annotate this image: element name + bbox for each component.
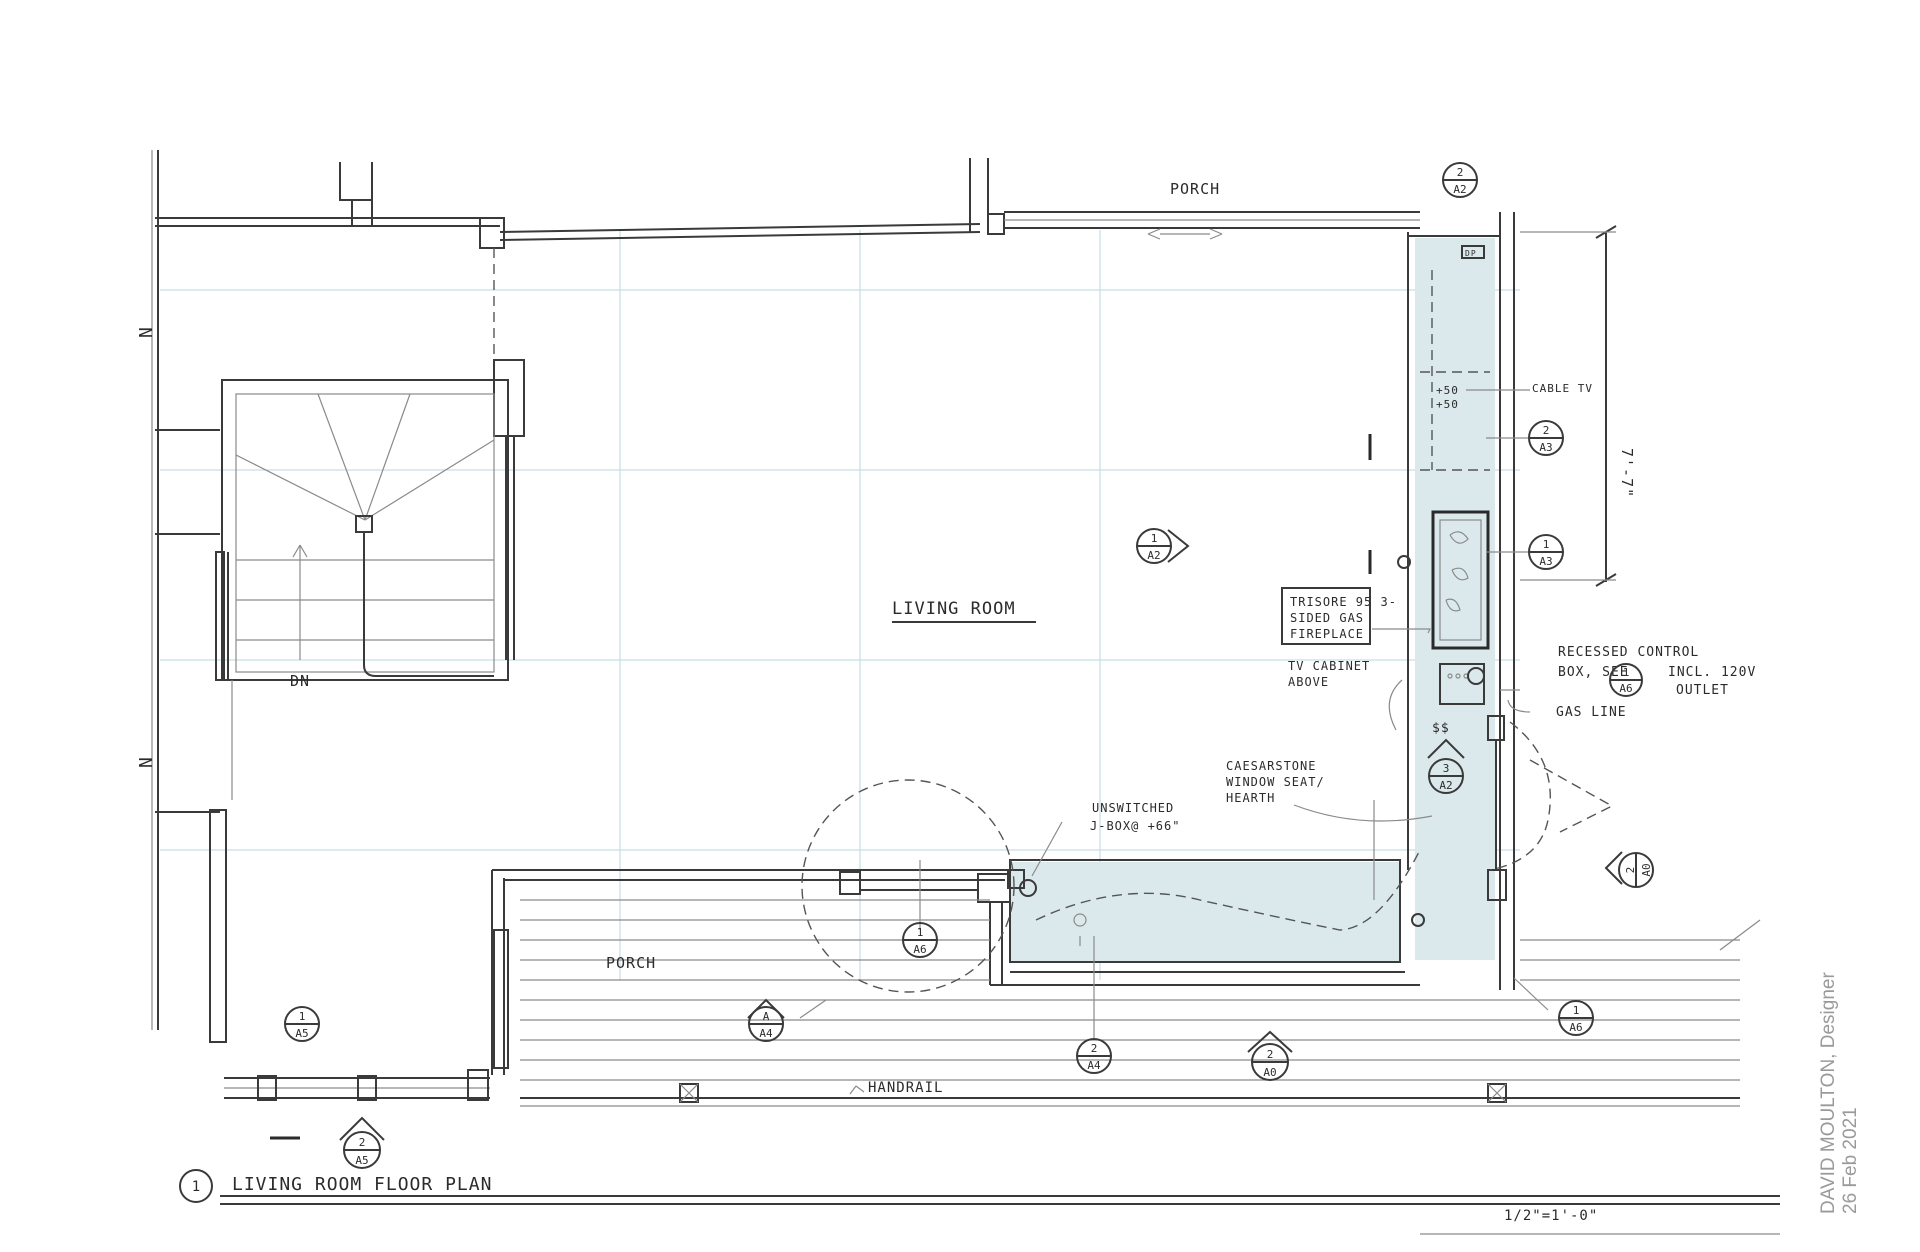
svg-text:2: 2 [359,1136,366,1149]
svg-text:N: N [136,756,157,768]
svg-text:A: A [763,1010,770,1023]
title-number: 1 [192,1179,200,1195]
switch-label: $$ [1432,721,1450,736]
cable-tv-label: CABLE TV [1532,382,1593,395]
background-grid [160,230,1520,980]
svg-text:A3: A3 [1539,555,1552,568]
svg-text:2: 2 [1457,166,1464,179]
tag-1-a6-box: 1 A6 [1609,663,1643,697]
gas-line-label: GAS LINE [1556,705,1627,720]
tv-cabinet-label-2: ABOVE [1288,675,1329,689]
tv-cabinet-label-1: TV CABINET [1288,659,1370,673]
designer-credit: DAVID MOULTON, Designer 26 Feb 2021 [1818,972,1862,1214]
annotation-labels: TRISORE 95 3- SIDED GAS FIREPLACE TV CAB… [1090,382,1756,833]
svg-text:2: 2 [1091,1042,1098,1055]
outlet-50-a: +50 [1436,384,1459,397]
credit-date: 26 Feb 2021 [1840,1107,1861,1214]
svg-text:3: 3 [1443,762,1450,775]
svg-text:A2: A2 [1147,549,1160,562]
tag-1-a5: 1 A5 [284,1006,320,1042]
svg-text:A2: A2 [1439,779,1452,792]
tag-1-a2: 1 A2 [1136,528,1190,564]
stair: DN [221,379,509,690]
svg-text:A5: A5 [355,1154,368,1167]
room-labels: PORCH LIVING ROOM PORCH HANDRAIL [606,180,1220,1096]
porch-deck [520,899,1761,1107]
svg-text:A4: A4 [1087,1059,1101,1072]
left-window [209,551,233,1043]
tag-a-a4: A A4 [747,998,785,1042]
tag-2-a4: 2 A4 [1076,1038,1112,1074]
caesarstone-label-3: HEARTH [1226,791,1275,805]
svg-text:1: 1 [1543,538,1550,551]
designer-name: DAVID MOULTON, Designer [1818,972,1839,1214]
fireplace-label-3: FIREPLACE [1290,627,1364,641]
svg-text:A6: A6 [1569,1021,1582,1034]
svg-text:2: 2 [1624,867,1637,874]
fireplace-label-1: TRISORE 95 3- [1290,595,1397,609]
svg-text:2: 2 [1543,424,1550,437]
recessed-label-4: OUTLET [1676,683,1729,698]
stair-dn-label: DN [290,672,310,690]
unswitched-label-1: UNSWITCHED [1092,801,1174,815]
svg-text:A0: A0 [1263,1066,1276,1079]
window-seat-hearth [990,859,1420,986]
svg-text:1: 1 [917,926,924,939]
tag-2-a5: 2 A5 [339,1116,385,1169]
tag-1-a6-right: 1 A6 [1558,1000,1594,1036]
left-exterior-wall: N N [136,150,500,1030]
porch-top-label: PORCH [1170,180,1220,198]
dimension-label: 7'-7" [1618,448,1636,498]
recessed-label-1: RECESSED CONTROL [1558,645,1699,660]
caesarstone-label-2: WINDOW SEAT/ [1226,775,1325,789]
drawing-title-block: 1 LIVING ROOM FLOOR PLAN 1/2"=1'-0" [179,1169,1780,1235]
tag-2-a0-right: 2 A0 [1604,851,1654,888]
living-room-label: LIVING ROOM [892,599,1016,619]
svg-text:N: N [136,326,157,338]
fireplace-wall: DP $$ +50 +50 [1368,212,1515,990]
drawing-scale: 1/2"=1'-0" [1504,1208,1598,1224]
caesarstone-label-1: CAESARSTONE [1226,759,1316,773]
svg-text:2: 2 [1267,1048,1274,1061]
drawing-title: LIVING ROOM FLOOR PLAN [232,1174,492,1195]
right-door [1489,721,1614,871]
porch-bottom-label: PORCH [606,954,656,972]
porch-door-swing [801,779,1421,993]
recessed-label-3: INCL. 120V [1668,665,1756,680]
svg-text:A6: A6 [1619,682,1632,695]
tag-3-a2: 3 A2 [1427,738,1465,794]
unswitched-label-2: J-BOX@ +66" [1090,819,1180,833]
svg-text:A3: A3 [1539,441,1552,454]
tag-2-a0-bottom: 2 A0 [1247,1030,1293,1081]
leader-lines [799,389,1549,1040]
bottom-left-wall [224,1069,490,1140]
outlet-50-b: +50 [1436,398,1459,411]
svg-text:A0: A0 [1640,863,1653,876]
top-wall [479,158,1420,249]
svg-text:1: 1 [1623,666,1630,679]
svg-text:A6: A6 [913,943,926,956]
svg-text:A2: A2 [1453,183,1466,196]
tag-2-a2-top: 2 A2 [1442,162,1478,198]
dimension-line: 7'-7" [1520,225,1636,587]
dp-label: DP [1465,249,1477,258]
svg-text:A5: A5 [295,1027,308,1040]
fireplace-label-2: SIDED GAS [1290,611,1364,625]
tag-1-a3: 1 A3 [1486,534,1564,570]
svg-text:A4: A4 [759,1027,773,1040]
svg-text:1: 1 [299,1010,306,1023]
handrail-label: HANDRAIL [868,1080,943,1096]
tag-2-a3: 2 A3 [1486,420,1564,456]
tag-1-a6-mid: 1 A6 [902,860,938,958]
svg-text:1: 1 [1151,532,1158,545]
svg-text:1: 1 [1573,1004,1580,1017]
